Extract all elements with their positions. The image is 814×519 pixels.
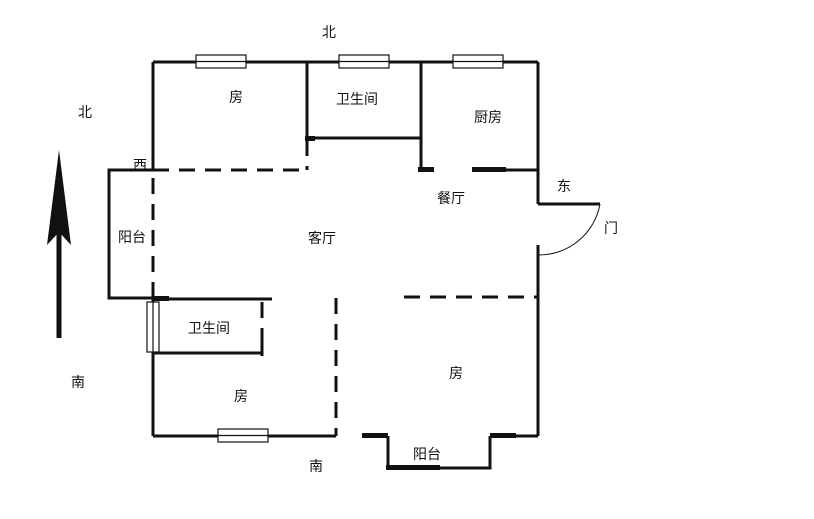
room-balcony-south: 阳台 [413,447,441,463]
window-bedroom-south [217,428,269,443]
entrance-door-icon [537,202,601,256]
window-bedroom-top [195,54,247,69]
windows [146,54,504,443]
north-arrow-icon [47,150,71,338]
room-bathroom-bottom: 卫生间 [188,321,230,337]
window-bathroom-top [338,54,390,69]
room-bedroom-bottom-right: 房 [449,366,463,382]
room-dining: 餐厅 [437,191,465,207]
window-bathroom-west [146,301,160,353]
compass-north-left: 北 [78,105,92,121]
dashed-partitions [151,140,538,436]
compass-north-top: 北 [322,25,336,41]
compass-south-bottom: 南 [309,459,323,475]
room-balcony-west: 阳台 [118,230,146,246]
room-bedroom-top: 房 [229,90,243,106]
compass-west: 西 [133,158,147,174]
room-bedroom-bottom-left: 房 [234,389,248,405]
compass-south-left: 南 [71,375,85,391]
window-kitchen [452,54,504,69]
room-living: 客厅 [308,231,336,247]
room-bathroom-top: 卫生间 [336,92,378,108]
compass-east: 东 [557,179,571,195]
door-label: 门 [604,221,618,237]
room-kitchen: 厨房 [474,110,502,126]
wall-segments [153,136,516,470]
